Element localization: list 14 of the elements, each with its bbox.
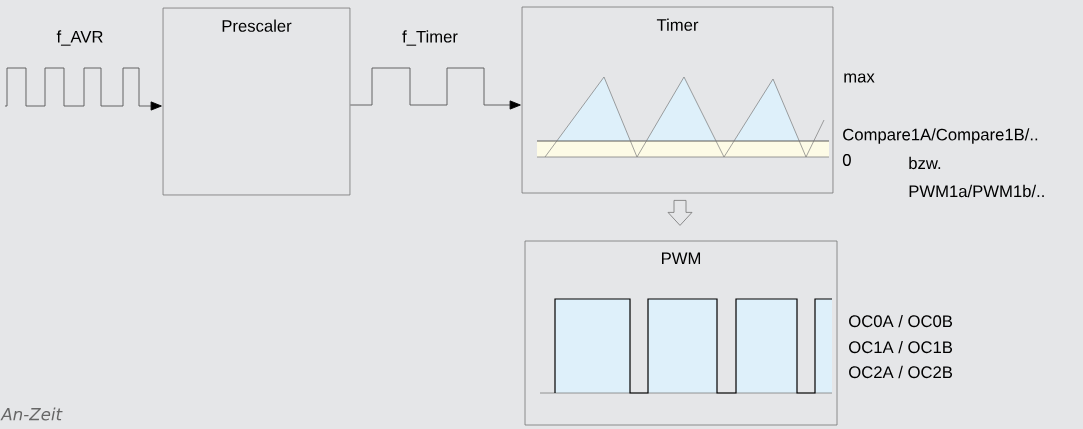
block-arrow	[667, 200, 693, 226]
signal-waveform-arrow	[4, 67, 162, 111]
value-label: PWM1a/PWM1b/..	[909, 184, 1044, 198]
signal-label: f_Timer	[402, 30, 458, 46]
caption: An-Zeit	[0, 407, 63, 421]
block-box	[524, 240, 838, 426]
block-title: Timer	[656, 18, 699, 31]
signal-waveform-arrow	[349, 67, 521, 110]
signal-label: f_AVR	[56, 30, 103, 46]
block-title: PWM	[662, 252, 700, 265]
value-label: bzw.	[909, 156, 941, 170]
block-box	[162, 7, 351, 196]
block-title: Prescaler	[222, 19, 292, 32]
block-box	[521, 6, 834, 194]
